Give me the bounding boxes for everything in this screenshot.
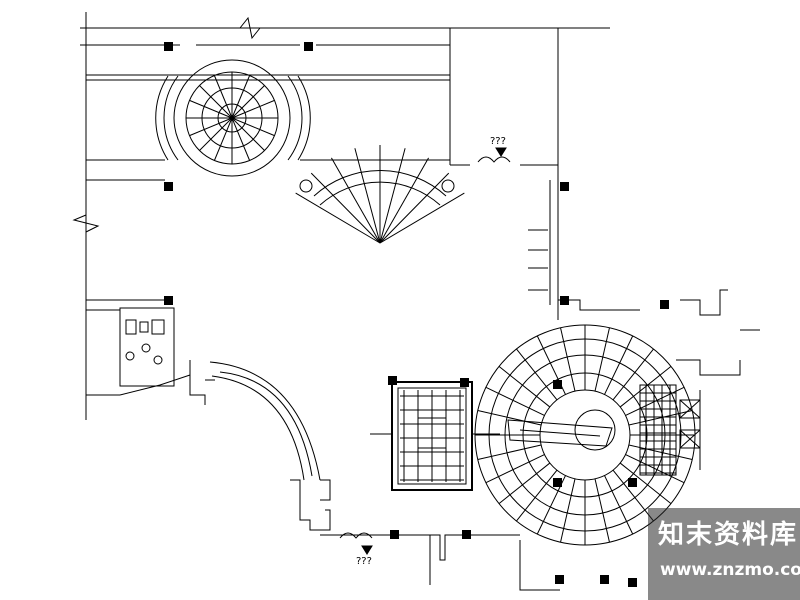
plan-line (231, 75, 251, 119)
plan-line (498, 462, 551, 504)
plan-line (213, 75, 233, 119)
plan-line (485, 454, 545, 484)
plan-line (189, 99, 233, 119)
plan-line (485, 386, 545, 416)
plan-line (516, 469, 558, 522)
curved-corridor (205, 361, 331, 531)
watermark-brand: 知末资料库 (658, 520, 799, 550)
plan-line (295, 192, 381, 244)
plan-line (231, 99, 275, 119)
plan-line (560, 478, 576, 543)
plan-line (594, 478, 610, 543)
plan-line (560, 327, 576, 392)
plan-line (594, 327, 610, 392)
plan-line (231, 117, 265, 151)
plan-line (354, 148, 381, 244)
plan-line (604, 335, 634, 395)
right-tiled-room (639, 384, 701, 476)
plan-line (477, 410, 542, 426)
plan-line (231, 117, 251, 161)
watermark: 知末资料库 www.znzmo.com (648, 508, 800, 600)
entrance-mark-top: ??? (490, 136, 506, 147)
plan-line (628, 444, 693, 460)
plan-line (625, 454, 685, 484)
plan-line (231, 117, 275, 137)
upper-rotunda (155, 59, 311, 177)
lower-rotunda (474, 324, 696, 546)
plan-line (189, 117, 233, 137)
plan-line (199, 85, 233, 119)
plan-line (536, 335, 566, 395)
central-pavilion (370, 381, 500, 491)
plan-line (379, 192, 465, 244)
structural-columns (164, 42, 669, 587)
plan-line (628, 410, 693, 426)
left-rooms (119, 307, 206, 405)
entrance-mark-bottom: ??? (356, 556, 372, 567)
plan-line (612, 348, 654, 401)
watermark-url: www.znzmo.com (660, 560, 800, 580)
plan-line (477, 444, 542, 460)
plan-line (536, 475, 566, 535)
plan-line (516, 348, 558, 401)
plan-line (331, 157, 381, 244)
fan-entrance (295, 145, 465, 244)
plan-line (231, 85, 265, 119)
plan-line (498, 366, 551, 408)
plan-line (379, 172, 450, 244)
entrance-markers (339, 147, 511, 555)
plan-line (604, 475, 634, 535)
plan-line (379, 157, 429, 244)
plan-line (379, 148, 406, 244)
right-wall-fixtures (528, 180, 551, 305)
plan-line (612, 469, 654, 522)
plan-line (310, 172, 381, 244)
plan-line (619, 462, 672, 504)
plan-line (213, 117, 233, 161)
plan-line (199, 117, 233, 151)
